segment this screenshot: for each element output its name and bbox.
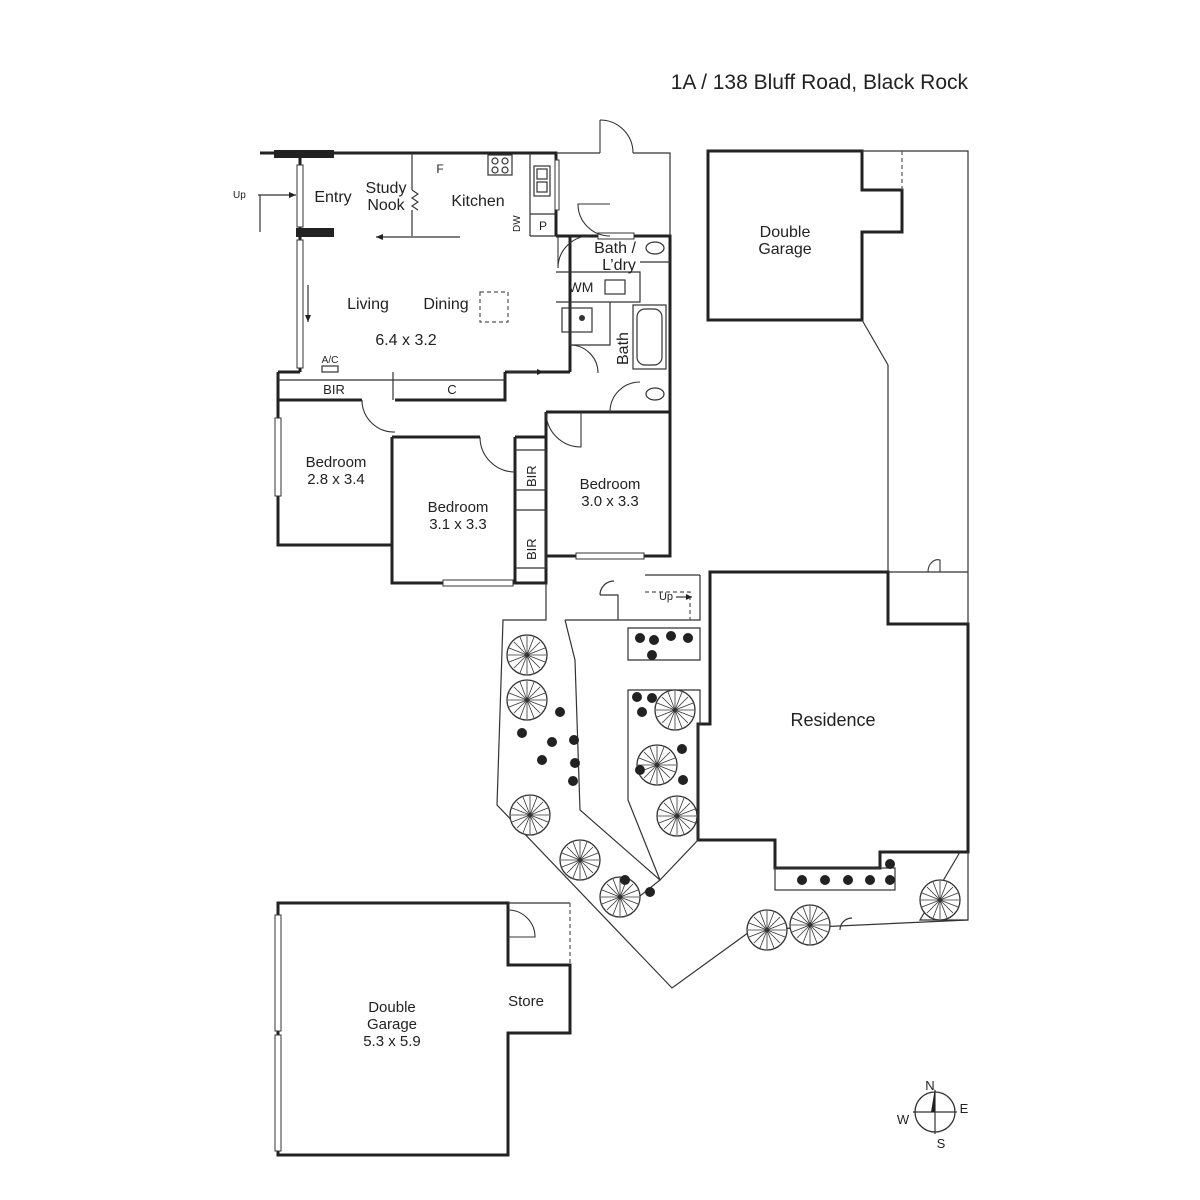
bir-main-label: BIR <box>323 382 345 397</box>
dishwasher-label: DW <box>512 215 523 232</box>
bir-upper-label: BIR <box>524 465 539 487</box>
garage-top-label-1: Double <box>760 224 811 241</box>
bedroom1-size-label: 2.8 x 3.4 <box>307 471 365 488</box>
wm-label: WM <box>569 279 594 295</box>
bath-laundry-label-2: L’dry <box>602 257 636 274</box>
bedroom3-size-label: 3.0 x 3.3 <box>581 493 639 510</box>
up-label-courtyard: Up <box>659 591 673 603</box>
garage-top-label-2: Garage <box>758 241 811 258</box>
bedroom1-label: Bedroom <box>306 454 367 471</box>
windows <box>274 159 645 587</box>
residence-label: Residence <box>790 710 875 730</box>
ac-label: A/C <box>322 355 339 366</box>
pantry-label: P <box>539 219 547 233</box>
bedroom3-label: Bedroom <box>580 476 641 493</box>
bath-laundry-label-1: Bath / <box>594 240 636 257</box>
garage-top-walls <box>706 149 969 572</box>
cupboard-label: C <box>447 382 456 397</box>
entry-label: Entry <box>314 189 351 206</box>
fridge-label: F <box>436 162 443 176</box>
bedroom2-label: Bedroom <box>428 499 489 516</box>
compass-icon <box>913 1088 957 1134</box>
living-size-label: 6.4 x 3.2 <box>375 332 436 349</box>
garage-bottom-label-1: Double <box>368 999 416 1016</box>
address-title: 1A / 138 Bluff Road, Black Rock <box>671 71 969 94</box>
study-label-1: Study <box>366 180 407 197</box>
compass-west: W <box>897 1112 910 1127</box>
garage-bottom-label-2: Garage <box>367 1016 417 1033</box>
study-label-2: Nook <box>367 197 405 214</box>
kitchen-label: Kitchen <box>451 193 504 210</box>
bedroom2-size-label: 3.1 x 3.3 <box>429 516 487 533</box>
up-label-entry: Up <box>233 190 246 201</box>
garage-bottom-walls <box>274 901 572 1157</box>
bath-label: Bath <box>615 332 632 365</box>
residence-walls <box>696 559 970 921</box>
landscape-trees <box>506 634 961 951</box>
compass: N E S W <box>897 1078 969 1151</box>
kitchen-fixtures <box>479 154 665 401</box>
living-label: Living <box>347 296 389 313</box>
compass-east: E <box>960 1101 969 1116</box>
garage-bottom-size-label: 5.3 x 5.9 <box>363 1033 421 1050</box>
courtyard <box>496 574 969 989</box>
compass-north: N <box>925 1078 934 1093</box>
direction-arrows <box>258 192 544 375</box>
dining-label: Dining <box>423 296 468 313</box>
room-labels: Up Entry Study Nook F Kitchen DW P Bath … <box>233 162 876 1050</box>
bir-lower-label: BIR <box>524 538 539 560</box>
store-label: Store <box>508 993 544 1010</box>
compass-south: S <box>937 1136 946 1151</box>
unit-walls <box>260 150 672 585</box>
doors <box>361 119 671 473</box>
